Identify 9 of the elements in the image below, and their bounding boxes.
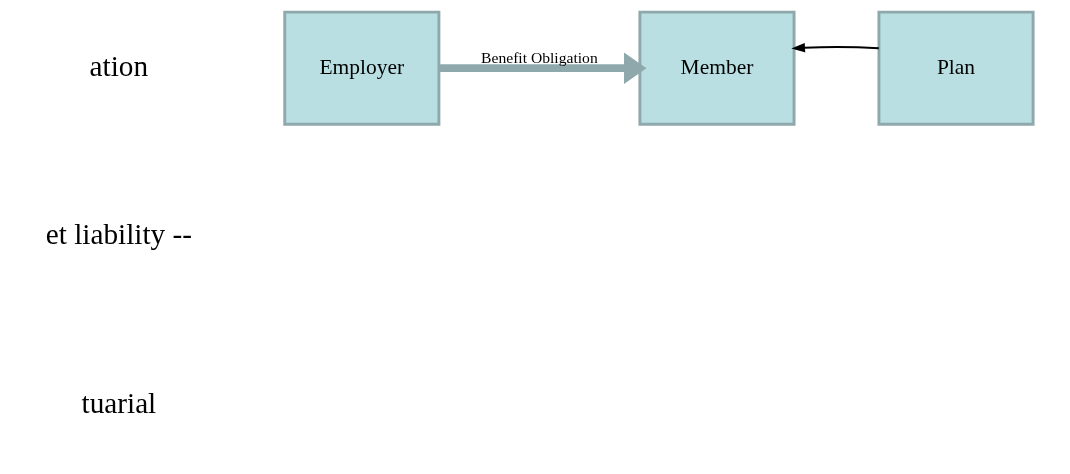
label: ation [89, 49, 148, 82]
node-box: Member [637, 10, 796, 126]
label: tuarial [81, 387, 156, 420]
label: et liability -- [45, 218, 192, 251]
arrow [438, 52, 646, 84]
edge-label: Benefit Obligation [480, 49, 598, 67]
node-box: Plan [876, 10, 1035, 126]
node-box: Employer [282, 10, 440, 126]
arrow [790, 42, 880, 53]
